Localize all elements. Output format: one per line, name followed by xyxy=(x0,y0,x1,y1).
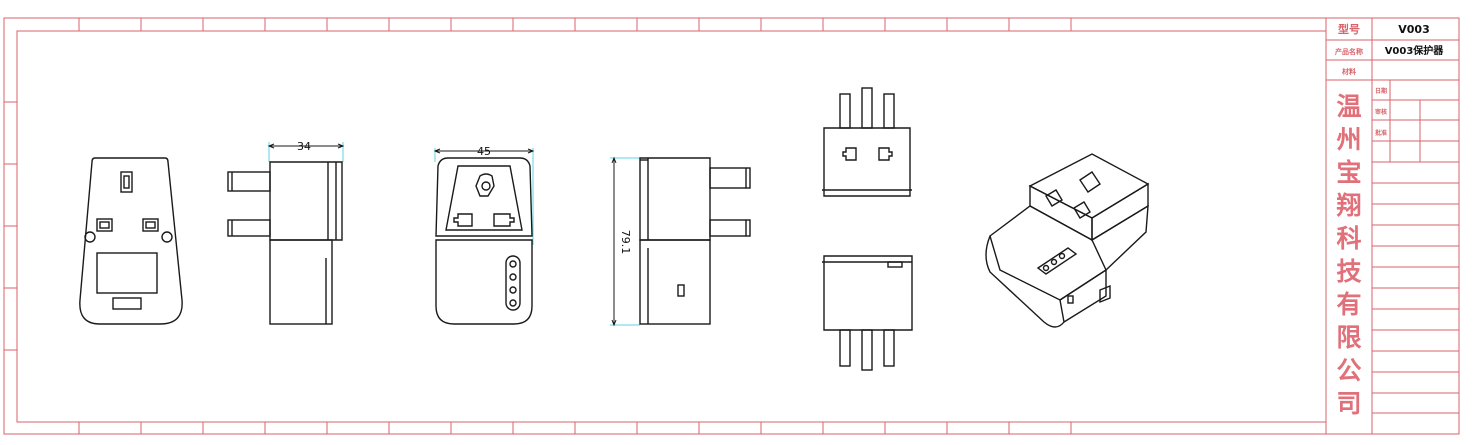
title-block: 型号 V003 产品名称 V003保护器 材料 日期 审核 批准 温 州 宝 翔… xyxy=(1325,18,1459,434)
product-name-value: V003保护器 xyxy=(1385,44,1445,57)
company-char: 有 xyxy=(1336,290,1361,319)
back-view xyxy=(79,157,183,325)
date-label: 日期 xyxy=(1375,87,1387,95)
dimension-side-width: 34 xyxy=(297,140,311,153)
company-char: 司 xyxy=(1336,389,1361,418)
review-label: 审核 xyxy=(1375,108,1387,116)
side-view-right: 79.1 xyxy=(610,156,751,327)
company-char: 科 xyxy=(1336,224,1361,253)
bottom-view xyxy=(822,255,913,371)
model-value: V003 xyxy=(1398,23,1429,36)
company-char: 公 xyxy=(1336,356,1361,385)
front-view: 45 xyxy=(433,145,535,325)
company-char: 限 xyxy=(1336,323,1361,352)
company-char: 温 xyxy=(1336,92,1361,121)
drawing-frame xyxy=(3,17,1460,435)
dimension-front-width: 45 xyxy=(477,145,491,158)
company-char: 州 xyxy=(1336,125,1361,154)
approve-label: 批准 xyxy=(1375,129,1387,137)
company-name: 温 州 宝 翔 科 技 有 限 公 司 xyxy=(1336,92,1361,418)
top-view xyxy=(822,87,912,197)
product-name-label: 产品名称 xyxy=(1335,47,1363,56)
company-char: 翔 xyxy=(1336,191,1361,220)
company-char: 技 xyxy=(1336,257,1361,286)
side-view-left: 34 xyxy=(227,140,345,325)
isometric-view xyxy=(985,153,1150,328)
model-label: 型号 xyxy=(1338,22,1360,36)
dimension-height: 79.1 xyxy=(619,230,632,255)
company-char: 宝 xyxy=(1336,158,1361,187)
material-label: 材料 xyxy=(1341,67,1356,76)
